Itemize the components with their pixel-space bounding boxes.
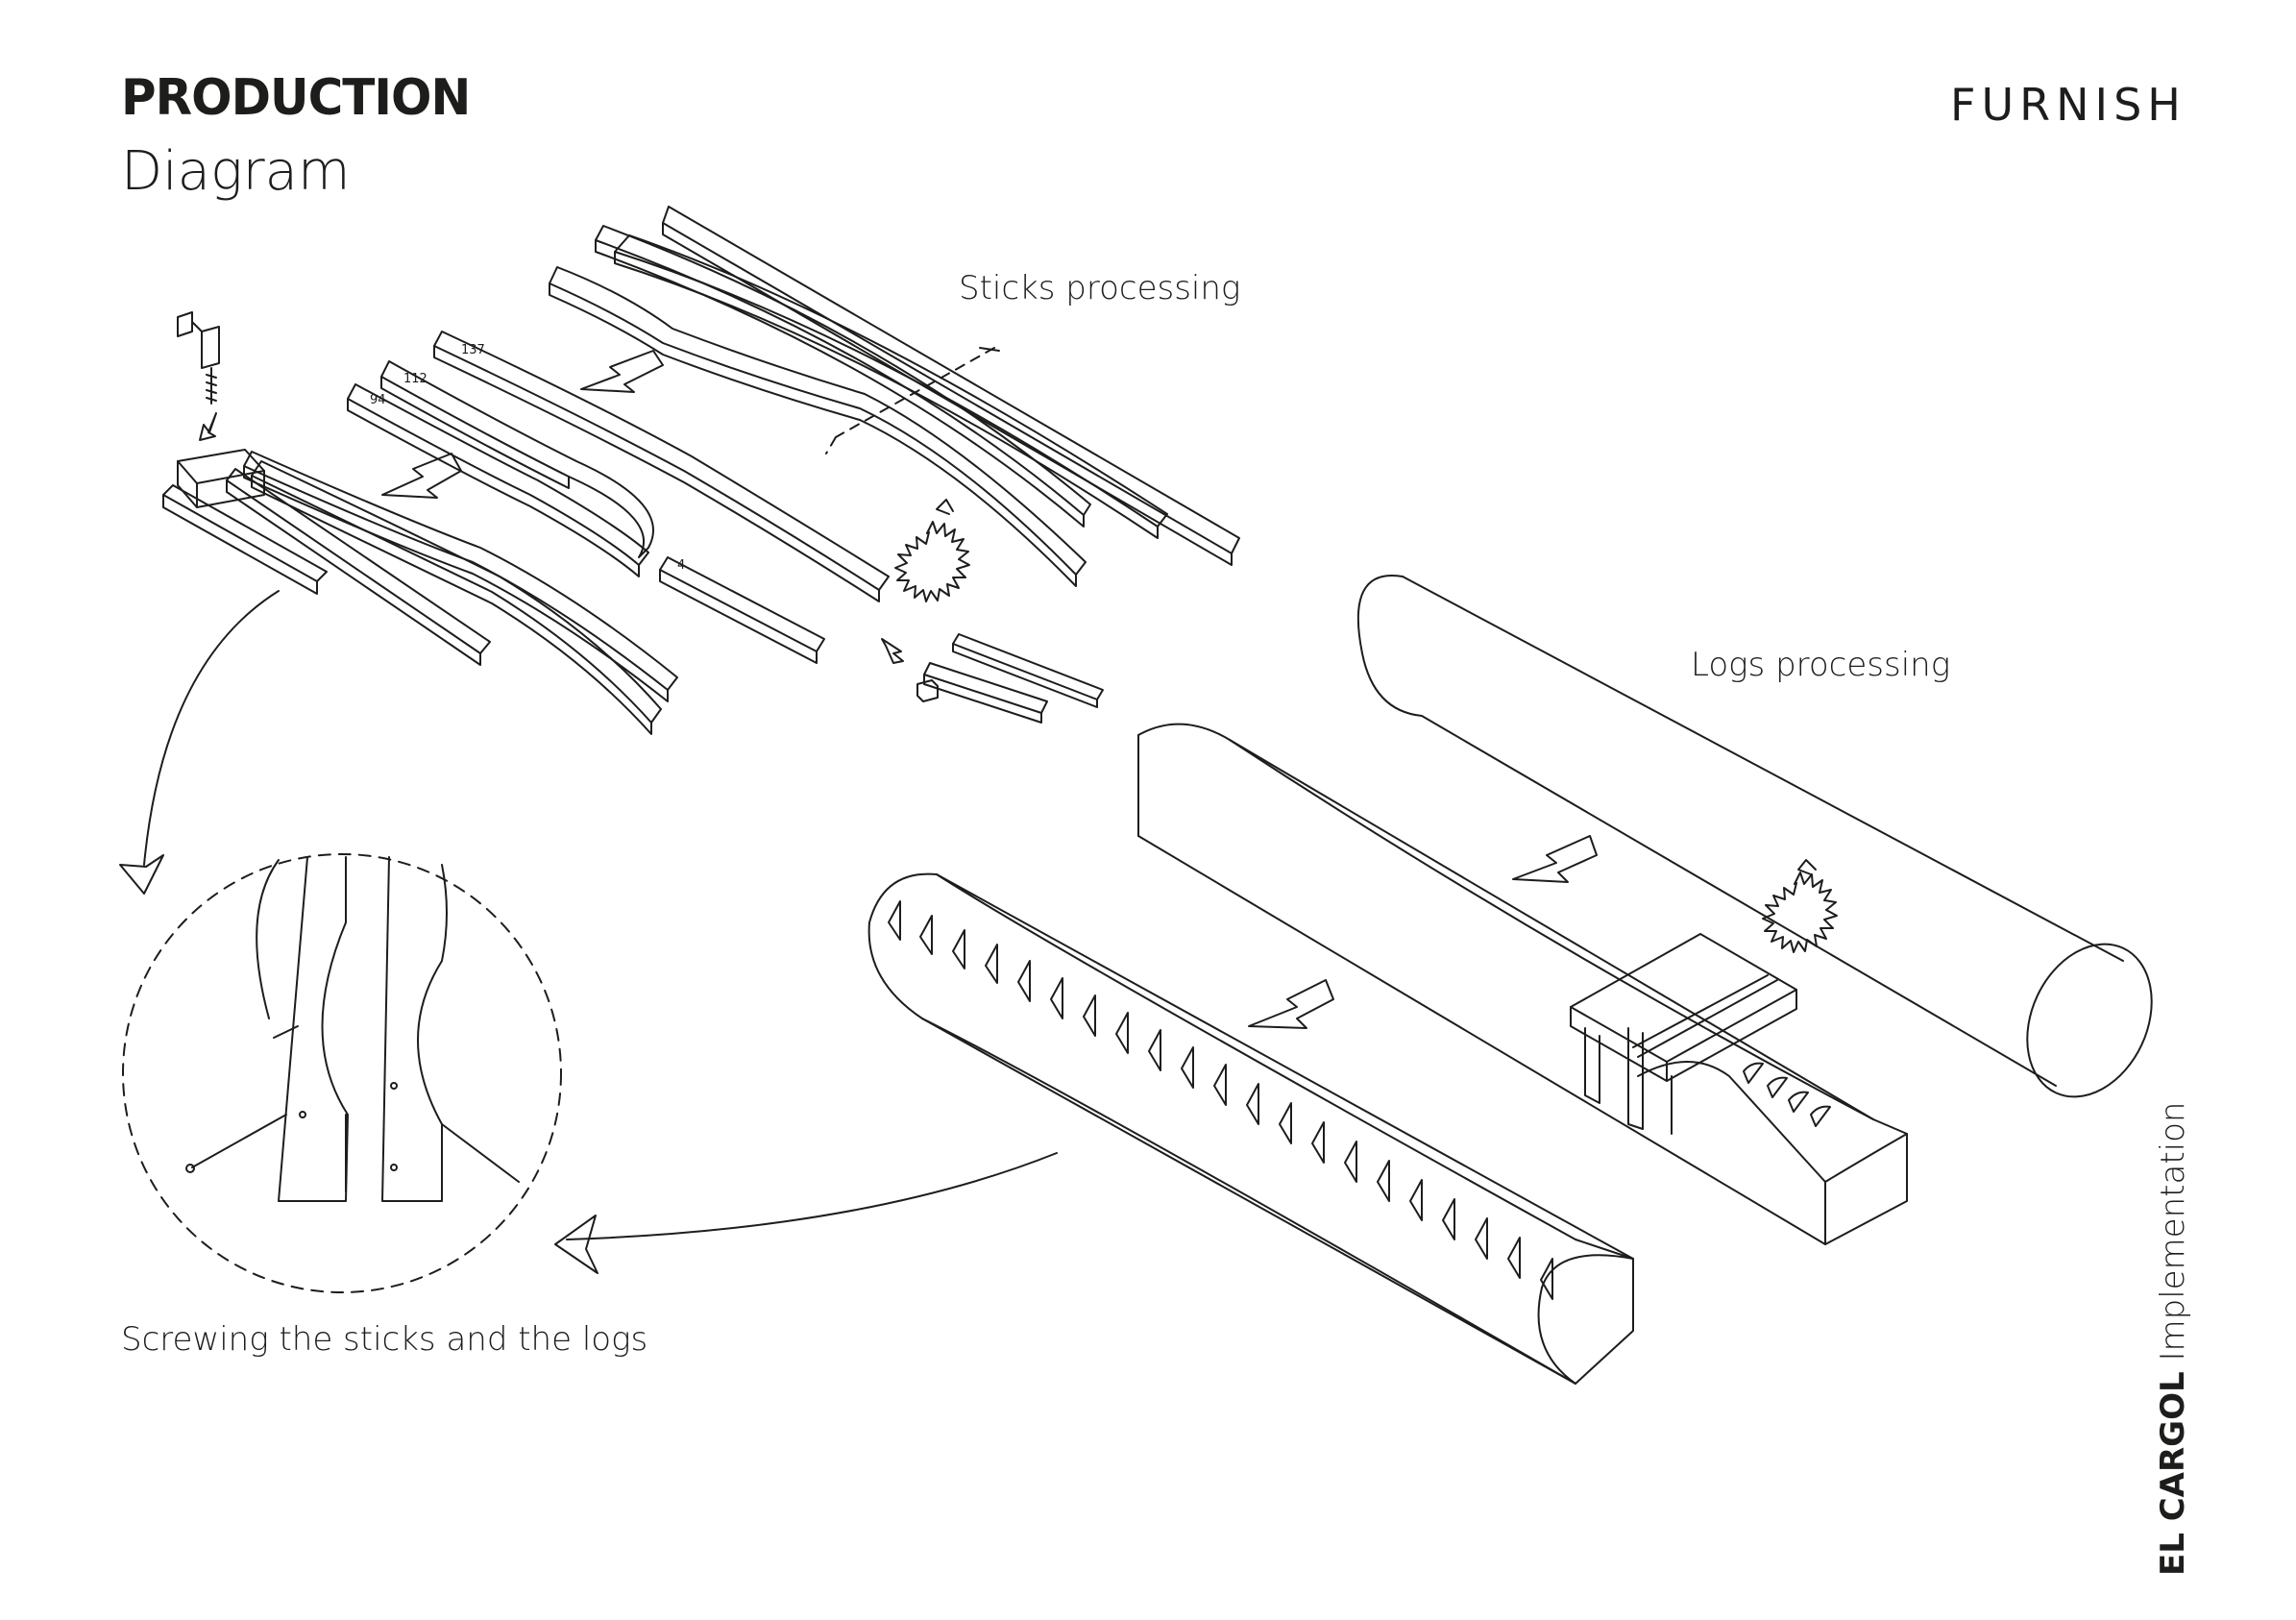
arrow-icon <box>382 351 1597 1028</box>
stick-number-94: 94 <box>370 393 386 407</box>
screwing-detail <box>123 854 561 1292</box>
page-subtitle: Diagram <box>121 140 351 203</box>
clamp-icon <box>163 312 327 594</box>
cut-sticks: 137 112 94 4 <box>348 331 889 663</box>
offcuts <box>917 634 1103 723</box>
stick-number-137: 137 <box>461 343 485 357</box>
raw-sticks <box>550 207 1239 586</box>
page-title: PRODUCTION <box>121 69 471 127</box>
log-icon <box>1358 576 2176 1117</box>
logs-processing-label: Logs processing <box>1691 646 1951 684</box>
saw-blade-icon <box>895 500 1837 952</box>
sticks-processing-label: Sticks processing <box>959 269 1241 307</box>
slotted-log <box>869 874 1633 1384</box>
stick-number-4: 4 <box>677 558 685 573</box>
log-slots <box>889 901 1552 1299</box>
brand-logo: FURNISH <box>1950 79 2186 131</box>
cut-guide <box>826 348 994 454</box>
screwing-label: Screwing the sticks and the logs <box>121 1320 648 1359</box>
screw-icon <box>186 1026 298 1172</box>
assembled-sticks <box>227 452 677 734</box>
squared-log <box>1138 724 1907 1244</box>
flow-arrows <box>120 591 1057 1273</box>
stick-number-112: 112 <box>403 372 427 386</box>
